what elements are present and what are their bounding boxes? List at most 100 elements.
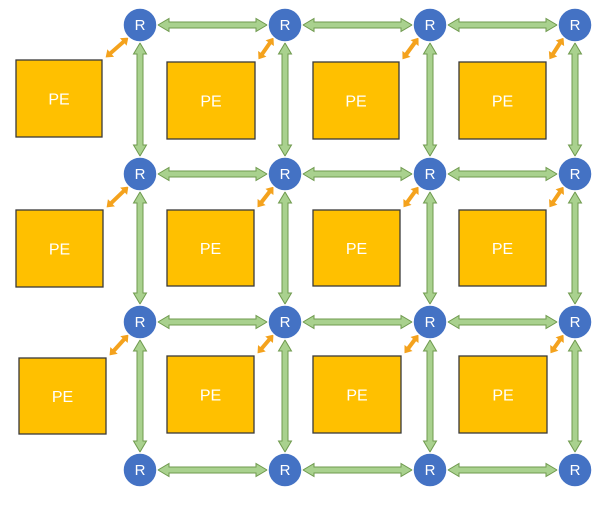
- horizontal-link-arrow: [447, 166, 558, 182]
- vertical-link-arrow: [277, 339, 293, 453]
- pe-tile: PE: [312, 61, 400, 140]
- router-node: R: [267, 452, 303, 488]
- pe-tile: PE: [312, 355, 402, 434]
- vertical-link-arrow: [422, 339, 438, 453]
- pe-tile: PE: [458, 61, 547, 140]
- pe-tile: PE: [15, 59, 103, 138]
- router-node: R: [412, 452, 448, 488]
- router-label: R: [570, 462, 581, 479]
- horizontal-link-arrow: [447, 314, 558, 330]
- vertical-link-arrow: [277, 42, 293, 157]
- horizontal-link-arrow: [447, 462, 558, 478]
- vertical-link-arrow: [567, 191, 583, 305]
- pe-link-arrow: [549, 333, 565, 355]
- router-label: R: [425, 17, 436, 34]
- router-circle: [122, 156, 158, 192]
- pe-tile: PE: [458, 355, 548, 434]
- pe-link-arrow: [105, 185, 130, 209]
- pe-link-arrow: [257, 36, 275, 61]
- pe-box: [18, 357, 107, 435]
- pe-box: [458, 61, 547, 140]
- router-circle: [557, 156, 593, 192]
- pe-tile: PE: [166, 209, 255, 287]
- router-circle: [557, 304, 593, 340]
- router-node: R: [267, 156, 303, 192]
- horizontal-link-arrow: [302, 314, 413, 330]
- router-label: R: [280, 314, 291, 331]
- pe-link-arrow: [547, 185, 566, 209]
- horizontal-link-arrow: [157, 314, 268, 330]
- pe-box: [166, 355, 255, 434]
- pe-label: PE: [492, 94, 513, 111]
- router-node: R: [267, 7, 303, 43]
- pe-link-arrow: [402, 185, 420, 209]
- vertical-link-arrow: [567, 339, 583, 453]
- horizontal-link-arrow: [302, 17, 413, 33]
- vertical-link-arrow: [277, 339, 293, 453]
- vertical-link-arrow: [422, 42, 438, 157]
- router-circle: [412, 156, 448, 192]
- router-label: R: [425, 166, 436, 183]
- pe-link-arrow: [108, 333, 130, 357]
- horizontal-link-arrow: [157, 17, 268, 33]
- pe-box: [458, 355, 548, 434]
- router-node: R: [412, 304, 448, 340]
- vertical-link-arrow: [567, 42, 583, 157]
- pe-tile: PE: [18, 357, 107, 435]
- vertical-link-arrow: [567, 42, 583, 157]
- pe-link-arrow: [403, 333, 420, 355]
- pe-link-arrow: [403, 333, 420, 355]
- router-node: R: [122, 156, 158, 192]
- vertical-link-arrow: [132, 191, 148, 305]
- pe-tile: PE: [166, 61, 256, 140]
- horizontal-link-arrow: [157, 166, 268, 182]
- router-node: R: [122, 7, 158, 43]
- router-circle: [267, 452, 303, 488]
- pe-label: PE: [49, 242, 70, 259]
- pe-link-arrow: [547, 36, 566, 61]
- vertical-link-arrow: [422, 191, 438, 305]
- pe-link-arrow: [256, 333, 275, 355]
- pe-link-arrow: [256, 333, 275, 355]
- router-label: R: [570, 314, 581, 331]
- router-label: R: [570, 17, 581, 34]
- pe-box: [312, 209, 401, 287]
- pe-box: [15, 59, 103, 138]
- router-circle: [267, 156, 303, 192]
- vertical-link-arrow: [132, 339, 148, 453]
- router-label: R: [425, 314, 436, 331]
- pe-link-arrow: [547, 36, 566, 61]
- router-node: R: [557, 156, 593, 192]
- router-circle: [267, 304, 303, 340]
- horizontal-link-arrow: [447, 314, 558, 330]
- pe-tile: PE: [15, 209, 104, 288]
- vertical-link-arrow: [132, 339, 148, 453]
- horizontal-link-arrow: [157, 17, 268, 33]
- router-node: R: [412, 7, 448, 43]
- horizontal-link-arrow: [447, 166, 558, 182]
- pe-label: PE: [492, 388, 513, 405]
- pe-label: PE: [492, 241, 513, 258]
- router-label: R: [280, 17, 291, 34]
- horizontal-link-arrow: [302, 314, 413, 330]
- router-label: R: [570, 166, 581, 183]
- horizontal-link-arrow: [447, 17, 558, 33]
- router-node: R: [412, 156, 448, 192]
- vertical-link-arrow: [277, 191, 293, 305]
- vertical-link-arrow: [567, 191, 583, 305]
- horizontal-link-arrow: [302, 462, 413, 478]
- pe-link-arrow: [401, 36, 420, 61]
- vertical-link-arrow: [422, 339, 438, 453]
- router-node: R: [557, 304, 593, 340]
- pe-label: PE: [52, 389, 73, 406]
- pe-box: [458, 209, 547, 287]
- vertical-link-arrow: [422, 42, 438, 157]
- pe-link-arrow: [401, 36, 420, 61]
- vertical-link-arrow: [277, 42, 293, 157]
- pe-link-arrow: [547, 185, 566, 209]
- router-node: R: [122, 452, 158, 488]
- router-circle: [557, 7, 593, 43]
- router-circle: [267, 7, 303, 43]
- router-label: R: [425, 462, 436, 479]
